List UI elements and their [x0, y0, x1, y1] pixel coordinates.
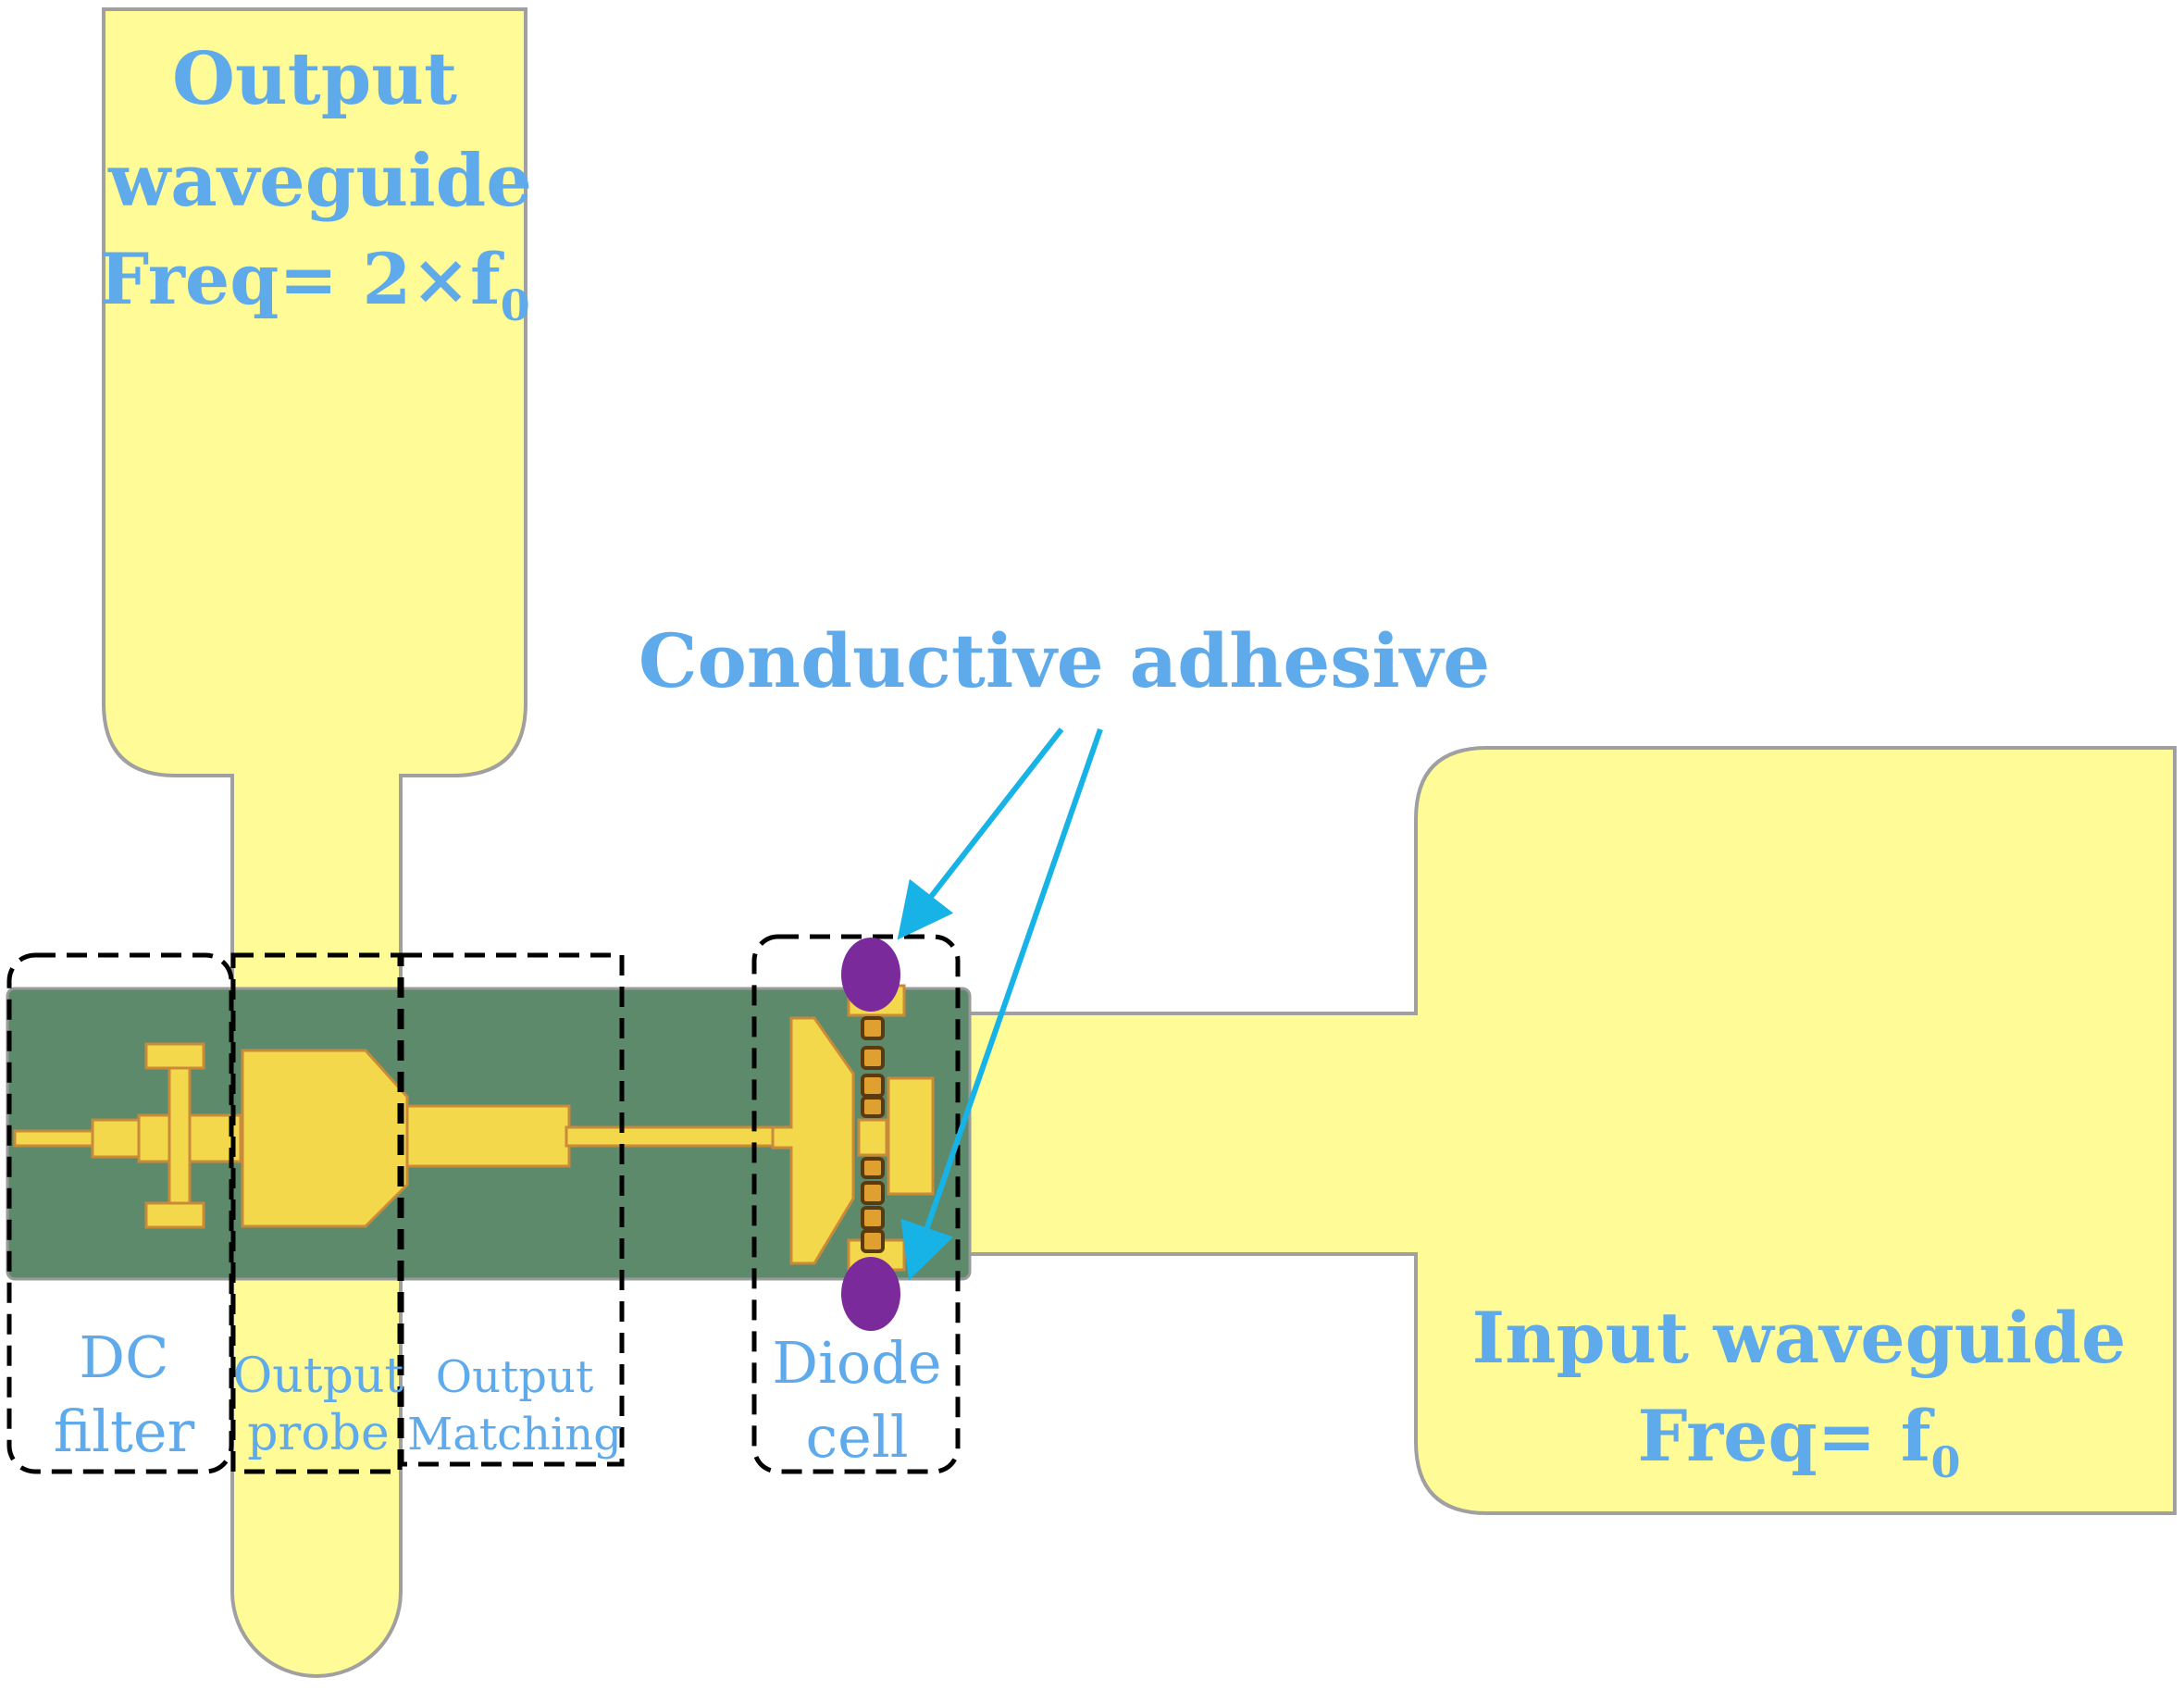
output-waveguide-freq: Freq= 2×f0 [99, 238, 530, 330]
input-freq-prefix: Freq= f [1637, 1395, 1934, 1477]
output-waveguide-label-line2: waveguide [107, 139, 532, 223]
output-probe-metal [241, 1049, 409, 1228]
input-waveguide-label-line1: Input waveguide [1472, 1297, 2127, 1379]
dc-filter-stub-vertical [168, 1053, 192, 1224]
input-waveguide [961, 746, 2177, 1515]
output-freq-subscript: 0 [501, 280, 530, 330]
diode-bottom-3 [861, 1206, 885, 1230]
output-freq-prefix: Freq= 2×f [99, 238, 504, 320]
diode-cell-label-line2: cell [805, 1403, 908, 1471]
adhesive-arrow-top [897, 727, 1064, 940]
output-probe-label-line2: probe [247, 1406, 390, 1461]
diode-chain [861, 1016, 885, 1253]
diode-center-pad [887, 1076, 935, 1196]
diode-top-1 [861, 1016, 885, 1040]
output-matching-section [405, 1104, 571, 1168]
output-waveguide-label-line1: Output [172, 37, 457, 121]
diode-cell-label-line1: Diode [772, 1329, 941, 1397]
adhesive-dot-top [841, 938, 900, 1012]
output-waveguide [102, 7, 527, 1678]
input-freq-subscript: 0 [1930, 1437, 1960, 1487]
dc-filter-label-line2: filter [54, 1398, 195, 1465]
matching-line [565, 1125, 776, 1148]
dc-filter-cap-top [144, 1042, 205, 1070]
diode-top-4 [861, 1096, 885, 1118]
diode-cell-box [751, 934, 961, 1474]
diode-top-3 [861, 1074, 885, 1098]
diode-top-2 [861, 1046, 885, 1070]
dc-filter-cap-bottom [144, 1201, 205, 1229]
diode-bottom-4 [861, 1229, 885, 1253]
dc-filter-label-line1: DC [79, 1323, 168, 1391]
section-boxes [6, 934, 961, 1474]
adhesive-dot-bottom [841, 1257, 900, 1331]
metal-traces [13, 984, 935, 1272]
diode-bottom-2 [861, 1181, 885, 1205]
output-matching-label-line2: Matching [407, 1409, 622, 1460]
output-matching-label-line1: Output [436, 1351, 593, 1403]
dc-filter-step [91, 1118, 148, 1159]
conductive-adhesive-label: Conductive adhesive [639, 617, 1490, 704]
dc-filter-line [13, 1129, 102, 1148]
output-probe-label-line1: Output [233, 1348, 404, 1404]
output-matching-box [399, 952, 625, 1467]
input-waveguide-freq: Freq= f0 [1637, 1395, 1960, 1487]
diode-bottom-1 [861, 1157, 885, 1179]
diode-junction-pad [857, 1118, 888, 1157]
diode-radial-stub [771, 1016, 855, 1265]
adhesive-arrow-bottom [900, 728, 1103, 1281]
